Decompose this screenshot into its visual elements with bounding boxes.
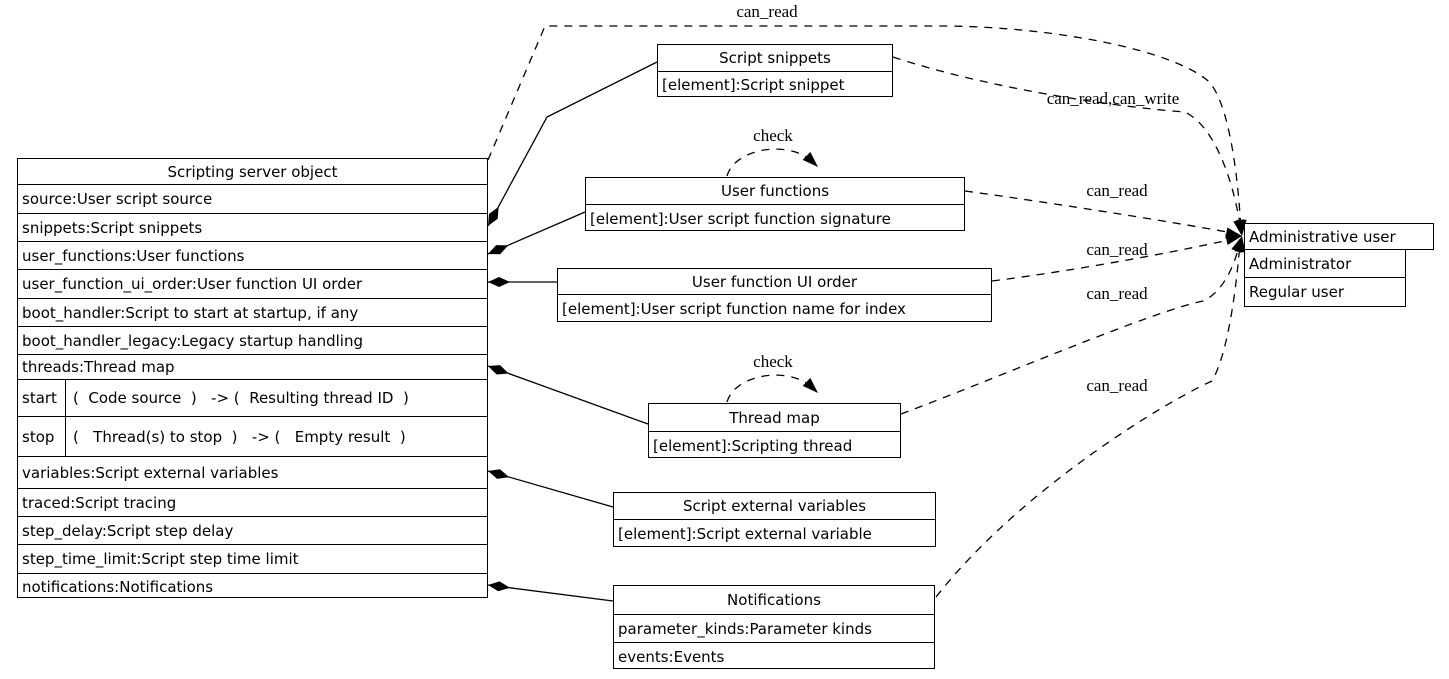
edge-label-ui-order-admin: can_read	[1086, 240, 1148, 259]
attr-user-functions: user_functions:User functions	[18, 241, 487, 269]
edge-label-check-user-functions: check	[753, 126, 793, 145]
edge-label-check-thread-map: check	[753, 352, 793, 371]
edge-label-notifications-admin: can_read	[1086, 376, 1148, 395]
diamond-snippets	[488, 206, 499, 226]
attr-snippets: snippets:Script snippets	[18, 213, 487, 241]
diamond-thread-map	[488, 365, 509, 375]
attr-source: source:User script source	[18, 184, 487, 213]
loop-check-user-functions	[726, 148, 813, 177]
node-title: User function UI order	[691, 272, 858, 291]
diamond-user-functions	[488, 245, 509, 255]
edge-user-functions-admin	[964, 190, 1239, 235]
attr-traced: traced:Script tracing	[18, 488, 487, 516]
attr-notifications: notifications:Notifications	[18, 573, 487, 599]
attr-element: [element]:Script external variable	[614, 519, 935, 548]
edge-label-snippets-admin: can_read,can_write	[1046, 89, 1180, 108]
edge-label-server-admin: can_read	[736, 2, 798, 21]
edge-server-thread-map	[487, 365, 649, 425]
attr-parameter-kinds: parameter_kinds:Parameter kinds	[614, 614, 934, 642]
attr-threads: threads:Thread map	[18, 354, 487, 379]
method-name: start	[18, 380, 66, 416]
diamond-notifications	[488, 581, 510, 592]
edge-ui-order-admin	[991, 237, 1239, 282]
attr-user-function-ui-order: user_function_ui_order:User function UI …	[18, 269, 487, 298]
diamond-ui-order	[488, 277, 510, 287]
edge-label-user-functions-admin: can_read	[1086, 181, 1148, 200]
edge-snippets-admin	[892, 56, 1242, 233]
method-stop: stop ( Thread(s) to stop ) -> ( Empty re…	[18, 416, 487, 456]
node-user-functions: User functions [element]:User script fun…	[585, 177, 965, 231]
arrowhead-check-user-functions	[802, 151, 818, 167]
node-title: Scripting server object	[167, 162, 338, 181]
node-script-external-variables: Script external variables [element]:Scri…	[613, 492, 936, 547]
method-name: stop	[18, 417, 66, 456]
attr-element: [element]:User script function name for …	[558, 294, 991, 323]
attr-events: events:Events	[614, 642, 934, 670]
attr-boot-handler: boot_handler:Script to start at startup,…	[18, 298, 487, 326]
edge-server-snippets	[487, 61, 658, 227]
attr-step-time-limit: step_time_limit:Script step time limit	[18, 544, 487, 573]
attr-boot-handler-legacy: boot_handler_legacy:Legacy startup handl…	[18, 326, 487, 354]
method-signature: ( Code source ) -> ( Resulting thread ID…	[73, 389, 409, 407]
node-scripting-server-object: Scripting server object source:User scri…	[17, 158, 488, 598]
method-signature: ( Thread(s) to stop ) -> ( Empty result …	[73, 427, 406, 446]
attr-element: [element]:User script function signature	[586, 204, 964, 232]
node-script-snippets: Script snippets [element]:Script snippet	[657, 44, 893, 97]
row-administrator: Administrator	[1244, 250, 1406, 278]
attr-variables: variables:Script external variables	[18, 456, 487, 488]
node-title: Script external variables	[682, 497, 867, 515]
edge-label-thread-map-admin: can_read	[1086, 284, 1148, 303]
node-title: Script snippets	[719, 49, 831, 67]
node-title: Notifications	[727, 591, 821, 609]
node-title: Thread map	[729, 408, 820, 427]
node-notifications: Notifications parameter_kinds:Parameter …	[613, 585, 935, 669]
node-title: Administrative user	[1244, 223, 1434, 250]
attr-element: [element]:Script snippet	[658, 71, 892, 98]
attr-element: [element]:Scripting thread	[649, 431, 900, 459]
node-thread-map: Thread map [element]:Scripting thread	[648, 403, 901, 458]
diamond-variables	[488, 469, 510, 479]
arrowhead-check-thread-map	[802, 377, 818, 393]
edge-thread-map-admin	[900, 240, 1241, 415]
node-user-function-ui-order: User function UI order [element]:User sc…	[557, 268, 992, 322]
node-title: User functions	[720, 182, 830, 200]
node-administrative-user: Administrative user Administrator Regula…	[1244, 223, 1434, 307]
edge-notifications-admin	[935, 242, 1241, 598]
method-start: start ( Code source ) -> ( Resulting thr…	[18, 379, 487, 416]
loop-check-thread-map	[726, 374, 813, 403]
arrowhead-burst	[1225, 219, 1247, 253]
attr-step-delay: step_delay:Script step delay	[18, 516, 487, 544]
row-regular-user: Regular user	[1244, 278, 1406, 307]
edge-server-admin	[487, 25, 1242, 232]
